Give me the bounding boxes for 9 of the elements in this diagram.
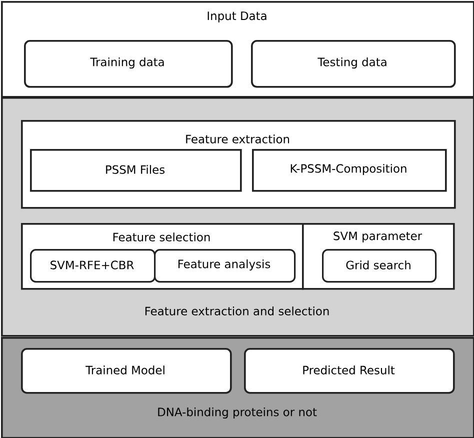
process-box: Testing data <box>251 40 456 88</box>
process-box: K-PSSM-Composition <box>252 149 447 192</box>
process-box: Training data <box>24 40 233 88</box>
process-box: SVM-RFE+CBR <box>30 249 156 283</box>
process-box: Predicted Result <box>244 348 455 394</box>
process-box: Grid search <box>322 249 437 283</box>
process-box: Trained Model <box>21 348 232 394</box>
process-box: Feature analysis <box>154 249 296 283</box>
process-box: PSSM Files <box>30 149 242 192</box>
